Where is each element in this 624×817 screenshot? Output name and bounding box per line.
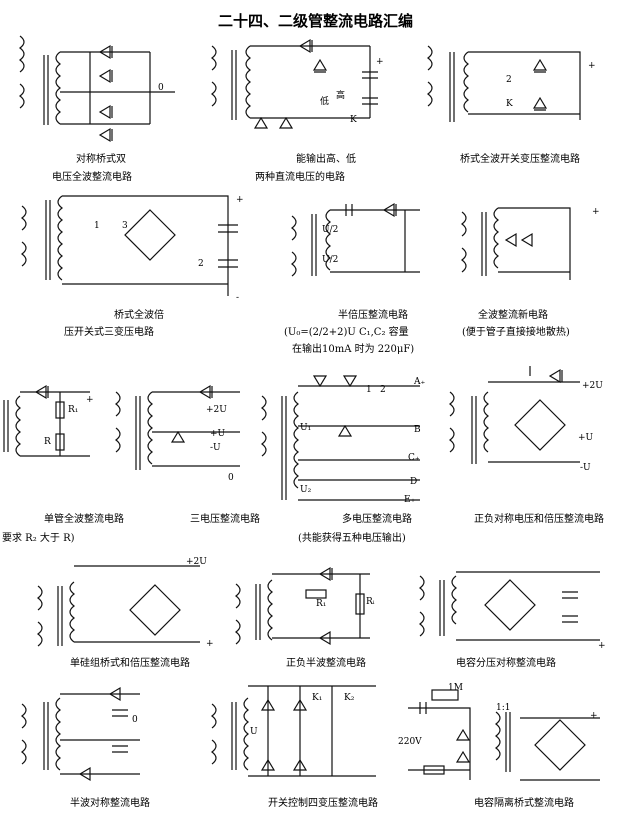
caption-7b: 要求 R₂ 大于 R) bbox=[2, 531, 75, 544]
circuit-12: R₁ Rᵢ 正负半波整流电路 bbox=[235, 566, 375, 669]
caption-4a: 桥式全波倍 bbox=[114, 308, 164, 321]
circuit-8: +2U +U -U 0 三电压整流电路 bbox=[115, 384, 260, 525]
label-p2u-8: +2U bbox=[206, 405, 227, 415]
circuit-5: U/2 U/2 半倍压整流电路 (U₀=(2/2+2)U C₁,C₂ 容量 在输… bbox=[284, 202, 420, 355]
label-two-9: 2 bbox=[380, 385, 386, 395]
circuit-6: + 全波整流新电路 (便于管子直接接地散热) bbox=[461, 207, 600, 338]
label-p2u-10: +2U bbox=[582, 381, 603, 391]
label-k2-15: K₂ bbox=[344, 693, 355, 703]
circuit-3: 2 K + 桥式全波开关变压整流电路 bbox=[427, 45, 596, 165]
label-ratio: 1:1 bbox=[496, 703, 510, 713]
label-a-9: A₊ bbox=[413, 377, 425, 387]
label-plus-2: + bbox=[376, 57, 384, 67]
circuit-4: 1 3 2 + - 桥式全波倍 压开关式三变压电路 bbox=[21, 195, 244, 338]
caption-7a: 单管全波整流电路 bbox=[44, 512, 124, 525]
caption-6b: (便于管子直接接地散热) bbox=[462, 325, 570, 338]
label-u2a: U/2 bbox=[322, 225, 338, 235]
label-b-9: B bbox=[414, 425, 421, 435]
circuit-15: U K₁ K₂ 开关控制四变压整流电路 bbox=[211, 685, 378, 809]
label-p2u-11: +2U bbox=[186, 557, 207, 567]
caption-16: 电容隔离桥式整流电路 bbox=[474, 796, 574, 809]
label-e-9: E₊ bbox=[404, 495, 416, 505]
label-zero-14: 0 bbox=[132, 715, 138, 725]
label-one-9: 1 bbox=[366, 385, 372, 395]
caption-13: 电容分压对称整流电路 bbox=[456, 656, 556, 669]
label-minus-4: - bbox=[236, 293, 239, 303]
caption-9b: (共能获得五种电压输出) bbox=[298, 531, 406, 544]
caption-1b: 电压全波整流电路 bbox=[52, 170, 132, 183]
caption-5b: (U₀=(2/2+2)U C₁,C₂ 容量 bbox=[284, 325, 409, 338]
label-ri-12: Rᵢ bbox=[366, 597, 375, 607]
page-title: 二十四、二级管整流电路汇编 bbox=[218, 12, 413, 30]
label-r1-12: R₁ bbox=[316, 599, 326, 609]
caption-10: 正负对称电压和倍压整流电路 bbox=[474, 512, 604, 525]
label-u-15: U bbox=[250, 727, 258, 737]
label-one-4: 1 bbox=[94, 221, 100, 231]
label-low: 低 bbox=[320, 95, 329, 107]
caption-5c: 在输出10mA 时为 220μF) bbox=[292, 342, 414, 355]
label-u2-9: U₂ bbox=[300, 485, 312, 495]
caption-15: 开关控制四变压整流电路 bbox=[268, 796, 378, 809]
circuit-14: 0 半波对称整流电路 bbox=[21, 686, 150, 809]
circuit-1: 0 对称桥式双 电压全波整流电路 bbox=[19, 35, 175, 183]
label-u1-9: U₁ bbox=[300, 423, 311, 433]
caption-1a: 对称桥式双 bbox=[76, 152, 126, 165]
caption-5a: 半倍压整流电路 bbox=[338, 308, 408, 321]
label-r1-7: R₁ bbox=[68, 405, 78, 415]
label-1m: 1M bbox=[448, 683, 463, 693]
label-zero-8: 0 bbox=[228, 473, 234, 483]
circuit-10: +2U +U -U 正负对称电压和倍压整流电路 bbox=[449, 366, 604, 525]
label-k1-15: K₁ bbox=[312, 693, 322, 703]
circuit-13: + 电容分压对称整流电路 bbox=[419, 571, 606, 669]
circuit-9: U₁ U₂ 1 2 A₊ B C₊ D E₊ 多电压整流电路 (共能获得五种电压… bbox=[261, 375, 425, 544]
label-mu-8: -U bbox=[210, 443, 221, 453]
label-mu-10: -U bbox=[580, 463, 591, 473]
label-two-4: 2 bbox=[198, 259, 204, 269]
label-high: 高 bbox=[336, 89, 345, 101]
label-three-4: 3 bbox=[122, 221, 128, 231]
caption-14: 半波对称整流电路 bbox=[70, 796, 150, 809]
label-220v: 220V bbox=[398, 737, 422, 747]
label-zero: 0 bbox=[158, 83, 164, 93]
label-k-3: K bbox=[506, 99, 513, 109]
circuit-7: R₁ R + 单管全波整流电路 要求 R₂ 大于 R) bbox=[2, 384, 124, 544]
caption-3: 桥式全波开关变压整流电路 bbox=[460, 152, 580, 165]
caption-9a: 多电压整流电路 bbox=[342, 512, 412, 525]
label-two-3: 2 bbox=[506, 75, 512, 85]
label-pu-8: +U bbox=[210, 429, 226, 439]
label-u2b: U/2 bbox=[322, 255, 338, 265]
caption-8: 三电压整流电路 bbox=[190, 512, 260, 525]
caption-2b: 两种直流电压的电路 bbox=[255, 170, 345, 183]
caption-6a: 全波整流新电路 bbox=[478, 308, 548, 321]
label-pu-10: +U bbox=[578, 433, 594, 443]
label-plus-4: + bbox=[236, 195, 244, 205]
caption-2a: 能输出高、低 bbox=[296, 152, 356, 165]
label-d-9: D bbox=[410, 477, 417, 487]
label-plus-3: + bbox=[588, 61, 596, 71]
circuit-16: 1M 220V 1:1 + 电容隔离桥式整流电路 bbox=[398, 683, 600, 809]
caption-4b: 压开关式三变压电路 bbox=[64, 325, 154, 338]
label-plus-11: + bbox=[206, 639, 214, 649]
label-r-7: R bbox=[44, 437, 51, 447]
circuit-11: +2U + 单硅组桥式和倍压整流电路 bbox=[37, 557, 214, 669]
label-plus-16: + bbox=[590, 711, 598, 721]
circuit-2: 高 低 K + 能输出高、低 两种直流电压的电路 bbox=[211, 38, 384, 183]
label-plus-6: + bbox=[592, 207, 600, 217]
label-c-9: C₊ bbox=[408, 453, 420, 463]
label-plus-7: + bbox=[86, 395, 94, 405]
label-k-2: K bbox=[350, 115, 357, 125]
label-plus-13: + bbox=[598, 641, 606, 651]
caption-11: 单硅组桥式和倍压整流电路 bbox=[70, 656, 190, 669]
caption-12: 正负半波整流电路 bbox=[286, 656, 366, 669]
